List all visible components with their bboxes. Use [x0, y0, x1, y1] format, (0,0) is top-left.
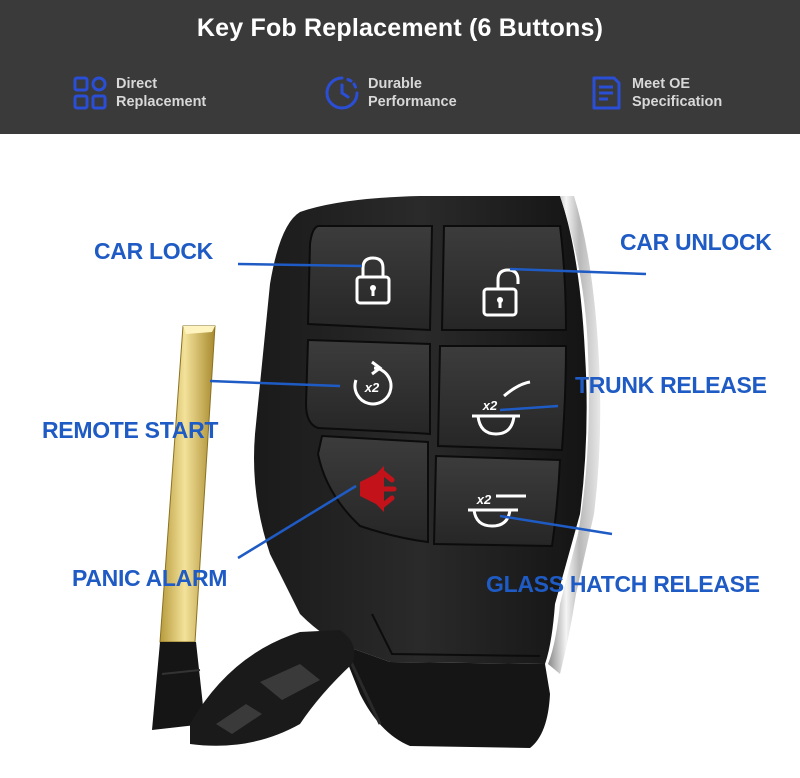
car-lock-button[interactable] — [306, 225, 434, 332]
label-panic-alarm: PANIC ALARM — [72, 565, 228, 591]
line-glass-hatch — [499, 514, 613, 536]
emergency-key-blade — [152, 325, 216, 730]
label-trunk-release: TRUNK RELEASE — [575, 372, 767, 398]
feature-meet-oe: Meet OE Specification — [588, 72, 722, 114]
label-car-unlock: CAR UNLOCK — [620, 229, 772, 255]
label-car-lock: CAR LOCK — [94, 238, 213, 264]
feature-line2: Replacement — [116, 94, 207, 110]
grid-icon — [73, 76, 107, 110]
remote-start-icon: x2 — [353, 360, 393, 406]
page-title: Key Fob Replacement (6 Buttons) — [196, 14, 604, 42]
key-fob-illustration: x2 x2 — [152, 196, 647, 748]
trunk-icon: x2 — [472, 380, 531, 436]
label-glass-hatch-release: GLASS HATCH RELEASE — [486, 571, 760, 597]
trunk-glyph: x2 — [482, 398, 498, 413]
feature-durable-performance: Durable Performance — [324, 72, 457, 114]
document-icon — [592, 76, 621, 110]
line-car-lock — [237, 262, 363, 268]
feature-direct-replacement: Direct Replacement — [72, 72, 206, 114]
feature-line1: Direct — [116, 76, 158, 92]
hatch-glyph: x2 — [476, 492, 492, 507]
product-stage: x2 x2 — [0, 134, 800, 778]
horn-icon — [360, 466, 397, 512]
line-trunk-release — [499, 404, 559, 412]
label-remote-start: REMOTE START — [42, 417, 219, 443]
trunk-release-button[interactable]: x2 — [436, 345, 568, 452]
panic-alarm-button[interactable] — [316, 434, 429, 544]
line-remote-start — [209, 379, 341, 388]
padlock-open-icon — [482, 268, 520, 317]
line-panic-alarm — [237, 484, 357, 560]
glass-hatch-icon: x2 — [468, 492, 526, 528]
feature-line2: Specification — [632, 94, 723, 110]
callout-lines — [209, 262, 647, 560]
button-grid: x2 x2 — [304, 225, 568, 548]
line-car-unlock — [509, 267, 647, 276]
key-cap-piece — [190, 630, 355, 746]
remote-start-button[interactable]: x2 — [304, 338, 431, 436]
clock-icon — [325, 76, 359, 110]
padlock-closed-icon — [355, 256, 391, 305]
remote-start-glyph: x2 — [364, 380, 380, 395]
feature-line1: Meet OE — [632, 76, 691, 92]
feature-line1: Durable — [368, 76, 422, 92]
header-banner: Key Fob Replacement (6 Buttons) Direct R… — [0, 0, 800, 134]
car-unlock-button[interactable] — [440, 225, 568, 331]
feature-line2: Performance — [368, 94, 457, 110]
glass-hatch-release-button[interactable]: x2 — [432, 454, 562, 548]
